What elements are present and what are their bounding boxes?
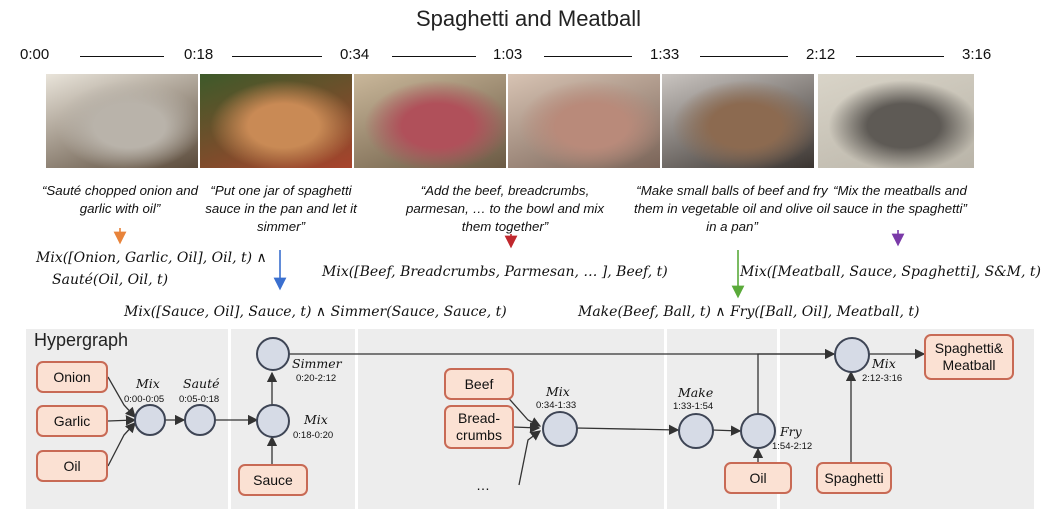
frame-bowl-ingredients bbox=[354, 74, 506, 168]
step-quote: “Put one jar of spaghetti sauce in the p… bbox=[205, 183, 357, 234]
hypergraph-title: Hypergraph bbox=[34, 330, 129, 350]
diagram-title: Spaghetti and Meatball bbox=[415, 6, 642, 31]
formula-make-fry: Make(Beef, Ball, t) ∧ Fry([Ball, Oil], M… bbox=[578, 304, 920, 320]
frame-mixing-beef bbox=[508, 74, 660, 168]
op-time: 2:12-3:16 bbox=[862, 373, 903, 384]
op-fry-node bbox=[740, 413, 776, 449]
timeline-segment bbox=[856, 56, 944, 57]
frame-kitchen-chef bbox=[818, 74, 974, 168]
node-ellipsis: … bbox=[476, 477, 490, 493]
step-quote: “Add the beef, breadcrumbs, parmesan, … … bbox=[405, 183, 605, 234]
timestamp: 2:12 bbox=[806, 46, 836, 63]
op-time: 0:20-2:12 bbox=[296, 373, 337, 384]
formula-mix-saute: Mix([Onion, Garlic, Oil], Oil, t) ∧ bbox=[36, 250, 267, 266]
op-label: Fry bbox=[780, 424, 802, 439]
op-mix-sauce-node bbox=[256, 404, 290, 438]
step-quote: “Mix the meatballs and sauce in the spag… bbox=[833, 183, 967, 216]
timestamp: 1:33 bbox=[650, 46, 680, 63]
op-label: Sauté bbox=[183, 376, 220, 391]
op-label: Mix bbox=[872, 356, 896, 371]
node-spaghetti-meatball: Spaghetti& Meatball bbox=[924, 334, 1014, 380]
edge-onion-mix bbox=[107, 376, 136, 418]
op-mix-final-node bbox=[834, 337, 870, 373]
op-label: Mix bbox=[304, 412, 328, 427]
op-mix-beef-node bbox=[542, 411, 578, 447]
edge-oil-mix bbox=[107, 422, 136, 467]
edge-breadcrumbs-mix3 bbox=[512, 422, 541, 433]
op-mix-saute-node bbox=[134, 404, 166, 436]
edge-make-fry bbox=[711, 425, 742, 436]
timeline-segment bbox=[232, 56, 322, 57]
frame-simmer-sauce bbox=[200, 74, 352, 168]
node-onion: Onion bbox=[36, 361, 108, 393]
frame-saute-onion-garlic bbox=[46, 74, 198, 168]
op-label: Mix bbox=[546, 384, 570, 399]
op-time: 0:05-0:18 bbox=[179, 394, 220, 405]
op-saute-node bbox=[184, 404, 216, 436]
node-garlic: Garlic bbox=[36, 405, 108, 437]
op-make-node bbox=[678, 413, 714, 449]
node-oil: Oil bbox=[36, 450, 108, 482]
step-quote: “Make small balls of beef and fry them i… bbox=[634, 183, 830, 234]
timeline-segment bbox=[80, 56, 164, 57]
formula-mix-simmer: Mix([Sauce, Oil], Sauce, t) ∧ Simmer(Sau… bbox=[124, 304, 507, 320]
timestamp: 3:16 bbox=[962, 46, 992, 63]
timestamp: 1:03 bbox=[493, 46, 523, 63]
step-quote: “Sauté chopped onion and garlic with oil… bbox=[42, 183, 198, 216]
node-oil-fry: Oil bbox=[724, 462, 792, 494]
node-breadcrumbs: Bread- crumbs bbox=[444, 405, 514, 449]
edge-ellipsis-mix3 bbox=[518, 430, 542, 486]
timestamp: 0:00 bbox=[20, 46, 50, 63]
op-time: 0:34-1:33 bbox=[536, 400, 577, 411]
node-spaghetti: Spaghetti bbox=[816, 462, 892, 494]
edge-fry-mix4 bbox=[757, 353, 834, 414]
timestamp: 0:34 bbox=[340, 46, 370, 63]
timeline-segment bbox=[392, 56, 476, 57]
op-time: 0:00-0:05 bbox=[124, 394, 165, 405]
quote-arrows bbox=[113, 228, 905, 299]
frame-frying-meatballs bbox=[662, 74, 814, 168]
op-time: 1:54-2:12 bbox=[772, 441, 813, 452]
op-time: 0:18-0:20 bbox=[293, 430, 334, 441]
op-label: Make bbox=[678, 385, 714, 400]
op-label: Mix bbox=[136, 376, 160, 391]
op-label: Simmer bbox=[292, 356, 342, 371]
formula-mix-beef: Mix([Beef, Breadcrumbs, Parmesan, … ], B… bbox=[322, 264, 668, 280]
op-simmer-node bbox=[256, 337, 290, 371]
timestamp: 0:18 bbox=[184, 46, 214, 63]
edge-garlic-mix bbox=[107, 415, 137, 426]
formula-mix-saute-cont: Sauté(Oil, Oil, t) bbox=[52, 272, 169, 288]
node-sauce: Sauce bbox=[238, 464, 308, 496]
timeline-segment bbox=[544, 56, 632, 57]
edge-mix3-make bbox=[575, 424, 680, 436]
timeline-segment bbox=[700, 56, 788, 57]
node-beef: Beef bbox=[444, 368, 514, 400]
formula-mix-final: Mix([Meatball, Sauce, Spaghetti], S&M, t… bbox=[740, 264, 1041, 280]
op-time: 1:33-1:54 bbox=[673, 401, 714, 412]
